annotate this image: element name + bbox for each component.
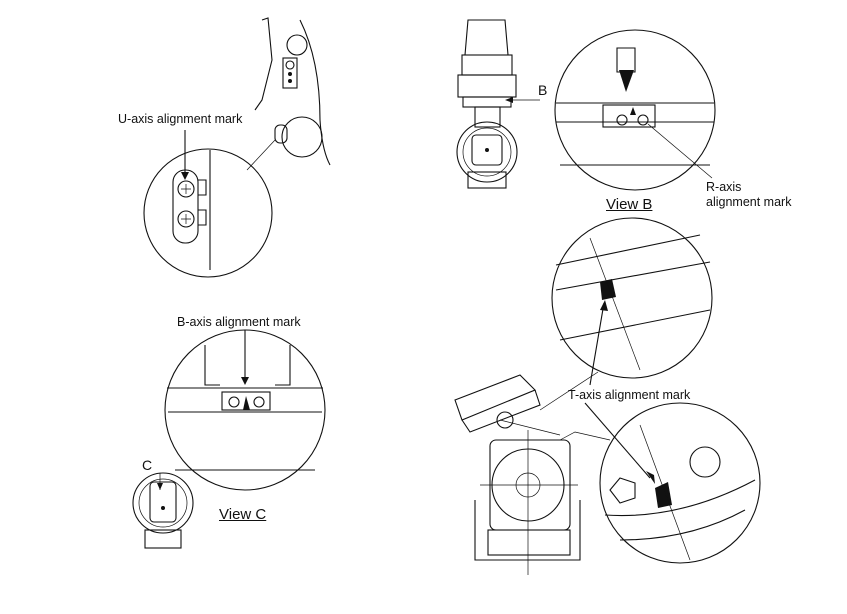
t-axis-detail-bottom bbox=[599, 402, 761, 564]
arrow-c-label: C bbox=[142, 457, 153, 473]
view-c-detail bbox=[164, 329, 326, 491]
view-c-robot bbox=[132, 472, 194, 549]
t-axis-label: T-axis alignment mark bbox=[568, 388, 691, 402]
arrow-b-label: B bbox=[538, 82, 548, 98]
t-axis-robot bbox=[454, 374, 611, 575]
t-axis-arrowhead-lower bbox=[646, 471, 655, 484]
view-b-detail bbox=[554, 29, 716, 191]
b-axis-label: B-axis alignment mark bbox=[177, 315, 301, 329]
t-axis-arrowhead-upper bbox=[600, 300, 608, 311]
u-axis-label: U-axis alignment mark bbox=[118, 112, 243, 126]
t-axis-leader-lower bbox=[584, 402, 651, 479]
connector-line bbox=[539, 371, 599, 411]
u-axis-figure bbox=[143, 17, 331, 278]
r-axis-label-line1: R-axis bbox=[706, 180, 742, 194]
t-axis-leader-upper bbox=[589, 302, 605, 386]
view-b-title: View B bbox=[606, 196, 653, 213]
r-axis-label-line2: alignment mark bbox=[706, 195, 792, 209]
t-axis-detail-top bbox=[551, 217, 713, 379]
view-b-robot bbox=[456, 19, 540, 189]
view-c-title: View C bbox=[219, 506, 267, 523]
